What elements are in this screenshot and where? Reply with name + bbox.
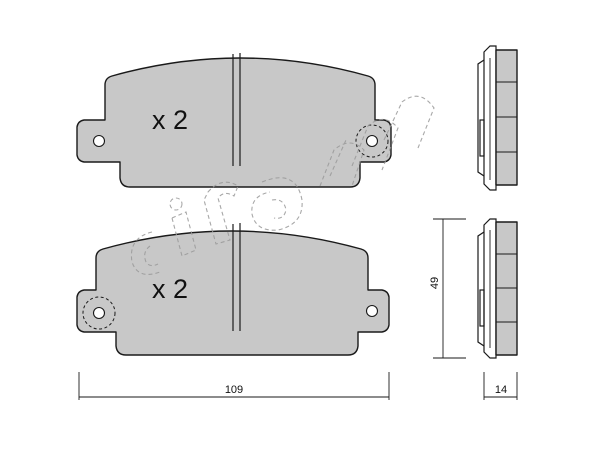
thickness-dimension-label: 14 <box>495 384 507 396</box>
bottom-side-clip <box>477 231 485 347</box>
bottom-pad-left-ear-outline <box>82 296 116 330</box>
width-dimension-label: 109 <box>225 384 243 396</box>
top-pad-right-mount-hole <box>365 134 379 148</box>
top-pad-left-mount-hole <box>92 134 106 148</box>
thickness-dimension: 14 <box>483 372 518 400</box>
bottom-pad-quantity-label: x 2 <box>152 274 188 304</box>
bottom-pad-right-mount-hole <box>365 304 379 318</box>
top-side-friction-block <box>495 49 518 186</box>
bottom-pad-left-mount-hole <box>92 306 106 320</box>
top-side-clip <box>477 59 485 177</box>
bottom-side-backing-plate <box>483 218 497 359</box>
cifam-watermark-logo: cifam <box>130 95 435 275</box>
top-pad-right-ear-outline <box>355 124 389 158</box>
height-dimension: 49 <box>429 218 466 359</box>
top-pad-quantity-label: x 2 <box>152 105 188 135</box>
top-pad-backing-plate <box>76 57 392 188</box>
top-pad-side-view <box>477 45 518 191</box>
top-side-backing-plate <box>483 45 497 191</box>
width-dimension: 109 <box>78 372 390 400</box>
bottom-side-friction-block <box>495 221 518 356</box>
bottom-pad-side-view <box>477 218 518 359</box>
bottom-pad-front-view: x 2 <box>76 223 390 356</box>
height-dimension-label: 49 <box>429 277 441 289</box>
top-pad-front-view: x 2 <box>76 53 392 188</box>
